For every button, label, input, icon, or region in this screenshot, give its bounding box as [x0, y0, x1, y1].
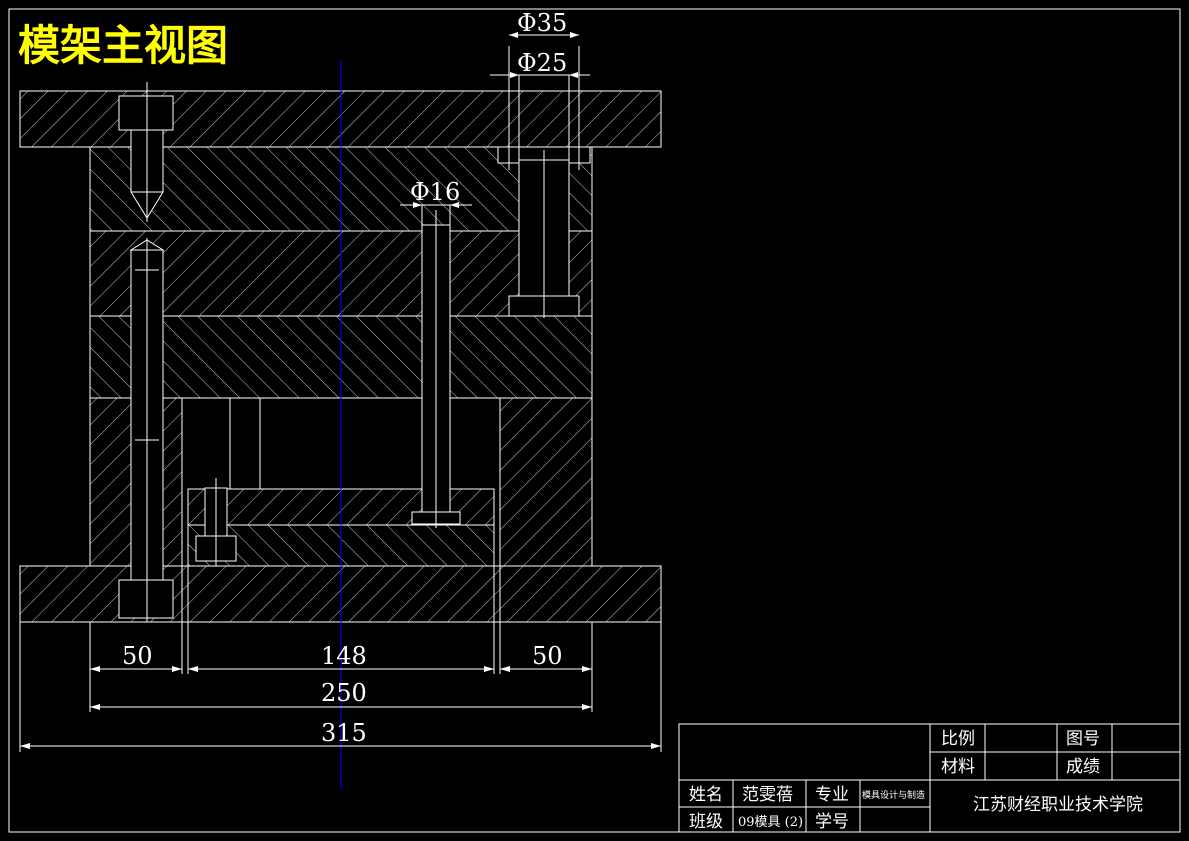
- svg-text:50: 50: [122, 642, 153, 670]
- class-value: 09模具 (2): [738, 815, 803, 830]
- title-block: 比例 图号 材料 成绩 姓名 范雯蓓 专业 模具设计与制造 班级 09模具 (2…: [678, 723, 1181, 833]
- scale-label: 比例: [941, 729, 975, 749]
- svg-text:315: 315: [321, 719, 367, 747]
- left-long-screw: [118, 238, 174, 622]
- dim-d25: Φ25: [490, 49, 590, 78]
- drawing-frame: [8, 8, 1181, 833]
- dim-50-left: 50: [90, 642, 182, 672]
- svg-text:50: 50: [532, 642, 563, 670]
- ejector-screw: [195, 478, 237, 566]
- svg-text:Φ35: Φ35: [517, 9, 567, 37]
- name-value: 范雯蓓: [742, 785, 793, 805]
- svg-text:250: 250: [321, 679, 367, 707]
- dim-50-right: 50: [500, 642, 592, 672]
- dim-d35: Φ35: [509, 9, 579, 38]
- name-label: 姓名: [689, 785, 723, 805]
- drawing-title: 模架主视图: [18, 21, 228, 70]
- major-value: 模具设计与制造: [862, 789, 925, 801]
- return-pin: [411, 205, 461, 528]
- grade-label: 成绩: [1066, 757, 1100, 777]
- guide-pin: [497, 46, 591, 318]
- dim-250: 250: [90, 679, 592, 710]
- dim-d16: Φ16: [400, 178, 472, 208]
- svg-text:Φ25: Φ25: [517, 49, 567, 77]
- svg-text:148: 148: [321, 642, 367, 670]
- svg-text:Φ16: Φ16: [410, 178, 460, 206]
- drawing-no-label: 图号: [1066, 729, 1100, 749]
- student-no-label: 学号: [815, 812, 849, 832]
- top-socket-screw: [118, 82, 174, 222]
- major-label: 专业: [815, 785, 849, 805]
- extension-lines: [19, 566, 662, 752]
- right-spacer-block: [499, 397, 593, 567]
- school-name: 江苏财经职业技术学院: [973, 795, 1143, 815]
- material-label: 材料: [941, 757, 975, 777]
- dim-315: 315: [20, 719, 661, 749]
- dim-148: 148: [188, 642, 494, 672]
- class-label: 班级: [689, 812, 723, 832]
- support-column: [229, 397, 261, 490]
